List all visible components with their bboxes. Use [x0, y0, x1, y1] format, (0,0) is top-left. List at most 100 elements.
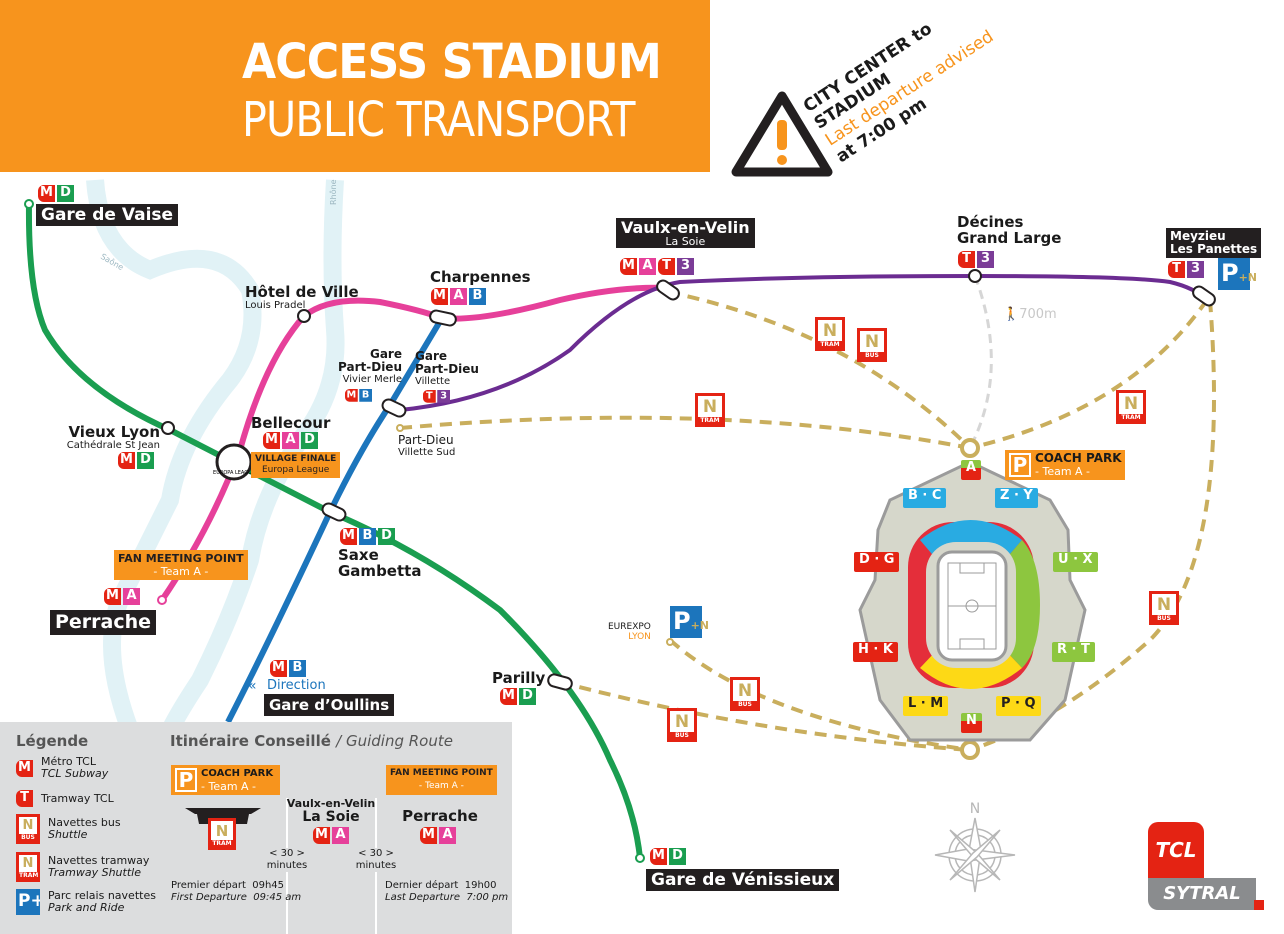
saxe-connector [321, 502, 347, 522]
gate-l-m[interactable]: L · M [903, 696, 949, 716]
rhone-label: Rhône [328, 179, 338, 205]
last-fr: Dernier départ [385, 880, 459, 891]
line-badge-a: A [332, 827, 349, 844]
line-badge-m: M [500, 688, 517, 705]
gate-n[interactable]: N [961, 713, 982, 733]
parilly-label[interactable]: Parilly [492, 669, 546, 687]
oullins-label[interactable]: Gare d’Oullins [264, 694, 395, 716]
bellecour-label[interactable]: Bellecour [251, 414, 331, 432]
route-title-en: / Guiding Route [336, 732, 453, 750]
n: N [1123, 394, 1139, 414]
tram-line-t3 [399, 273, 1209, 412]
station-name-2: Grand Large [957, 229, 1062, 247]
hotel-de-ville-dot [297, 309, 311, 323]
line-badge-m: M [104, 588, 121, 605]
direction-arrows: « [248, 678, 257, 694]
venissieux-dot [635, 853, 645, 863]
line-badge-m: M [431, 288, 448, 305]
divider [375, 872, 377, 934]
gate-u-x[interactable]: U · X [1053, 552, 1098, 572]
warning-icon [731, 91, 833, 177]
interval-1: < 30 >minutes [266, 848, 308, 872]
walk-label: 700m [1019, 307, 1057, 322]
first-en: First Departure [171, 892, 247, 903]
station-name: Gare [415, 349, 448, 363]
legend-fr: Navettes tramway [48, 854, 150, 867]
gate-p-q[interactable]: P · Q [996, 696, 1041, 716]
village-line-2: Europa League [261, 465, 330, 475]
coach-park-label: COACH PARK [1035, 451, 1122, 465]
compass-rose [934, 817, 1016, 893]
line-badge-d: D [301, 432, 318, 449]
line-badge-m: M [345, 389, 358, 402]
line-badge-t: T [658, 258, 675, 275]
gate-d-g[interactable]: D · G [854, 552, 900, 572]
legend-en: TCL Subway [41, 767, 109, 780]
charpennes-label[interactable]: Charpennes [430, 268, 531, 286]
gate-a[interactable]: A [961, 460, 982, 480]
gate-b-c[interactable]: B · C [903, 488, 947, 508]
station-name: Décines [957, 213, 1024, 231]
line-badge-m: M [263, 432, 280, 449]
line-badge-m: M [620, 258, 637, 275]
divider [375, 798, 377, 848]
stadium-icon [185, 808, 261, 824]
station-sub: Villette [415, 376, 451, 387]
interval-value: < 30 > [358, 848, 394, 859]
legend-fr: Tramway TCL [41, 791, 114, 805]
last-fr-time: 19h00 [464, 880, 497, 891]
parking-icon: P [1009, 453, 1031, 477]
decines-dot [968, 269, 982, 283]
walking-person-icon: 🚶 [1003, 307, 1020, 322]
divider [286, 872, 288, 934]
station-sub: La Soie [665, 235, 706, 248]
stadium [858, 460, 1087, 742]
k: BUS [1152, 615, 1176, 622]
walking-route [968, 275, 993, 449]
n: N [1156, 595, 1172, 615]
tcl-sytral-logo: TCL SYTRAL [1148, 822, 1264, 910]
k: TRAM [818, 341, 842, 348]
header-banner: ACCESS STADIUM PUBLIC TRANSPORT [0, 0, 710, 172]
parking-icon: P [175, 768, 197, 792]
perrache-label[interactable]: Perrache [50, 610, 157, 635]
gate-h-k[interactable]: H · K [853, 642, 898, 662]
station-name-2: Part-Dieu [415, 362, 479, 376]
eurexpo-name: EUREXPO [608, 622, 651, 632]
legend-fan-meeting-point: FAN MEETING POINT- Team A - [386, 765, 497, 795]
n: N [215, 822, 229, 840]
stadium-stop-north [960, 438, 980, 458]
gare-de-vaise-label[interactable]: Gare de Vaise [36, 204, 179, 226]
line-badge-3: 3 [677, 258, 694, 275]
legend-en: Tramway Shuttle [48, 866, 141, 879]
line-badge-m: M [313, 827, 330, 844]
gate-r-t[interactable]: R · T [1052, 642, 1095, 662]
pn-n: +N [690, 619, 710, 632]
venissieux-label[interactable]: Gare de Vénissieux [646, 869, 840, 891]
gate-z-y[interactable]: Z · Y [995, 488, 1038, 508]
